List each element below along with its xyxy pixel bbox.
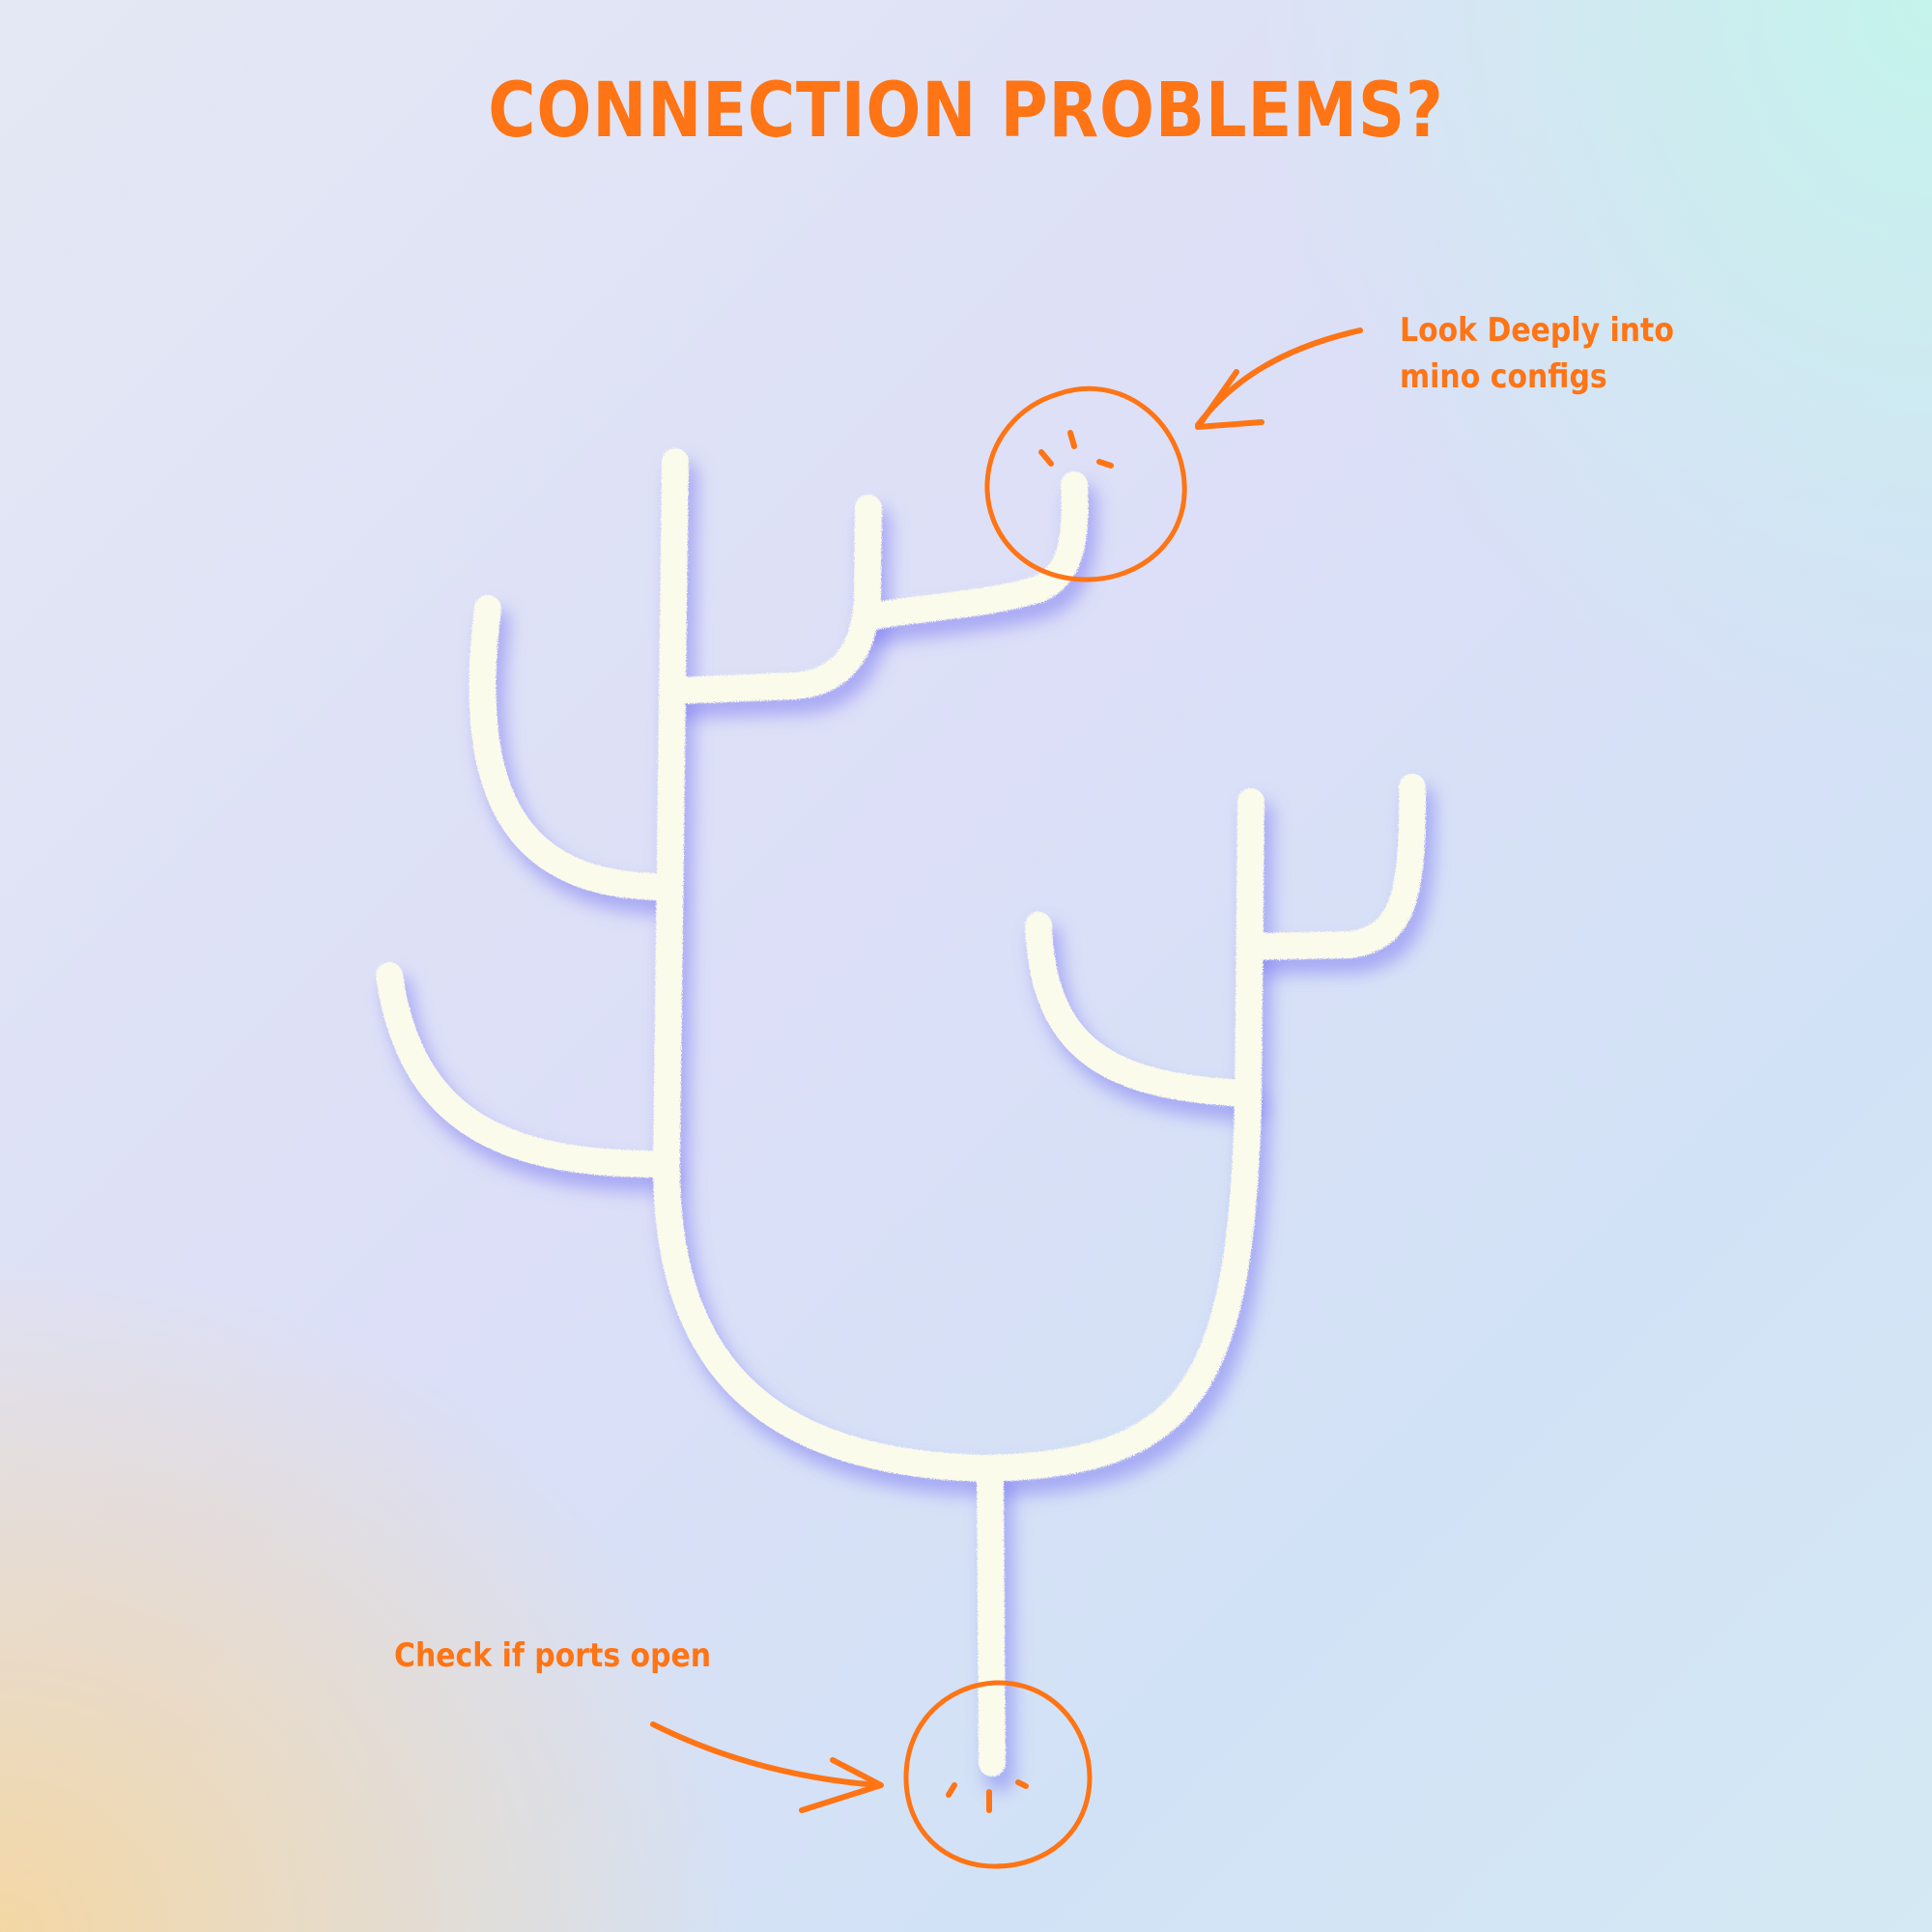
tree-root-stem	[977, 1460, 1006, 1776]
annotation-top: Look Deeply into mino configs	[1400, 307, 1674, 400]
branch-left-lower	[376, 962, 670, 1178]
annotation-bottom-line-1: Check if ports open	[394, 1636, 712, 1675]
hand-drawn-arrow-icon	[1195, 327, 1363, 430]
annotation-top-line-1: Look Deeply into	[1400, 311, 1674, 350]
branch-top-right	[854, 471, 1089, 632]
circle-highlight-icon	[903, 1680, 1093, 1869]
tree-shadow	[383, 461, 1435, 1791]
page-title: CONNECTION PROBLEMS?	[488, 68, 1444, 155]
circle-highlight-icon	[984, 385, 1187, 582]
hand-drawn-arrow-icon	[650, 1721, 884, 1813]
branch-right-outer	[1237, 774, 1427, 960]
branch-right-inner	[1025, 912, 1260, 1107]
branch-left-upper	[469, 595, 670, 900]
tree-branches	[376, 448, 1427, 1776]
annotation-bottom: Check if ports open	[394, 1633, 711, 1679]
branch-top-middle	[663, 495, 882, 704]
annotation-top-line-2: mino configs	[1400, 357, 1607, 396]
